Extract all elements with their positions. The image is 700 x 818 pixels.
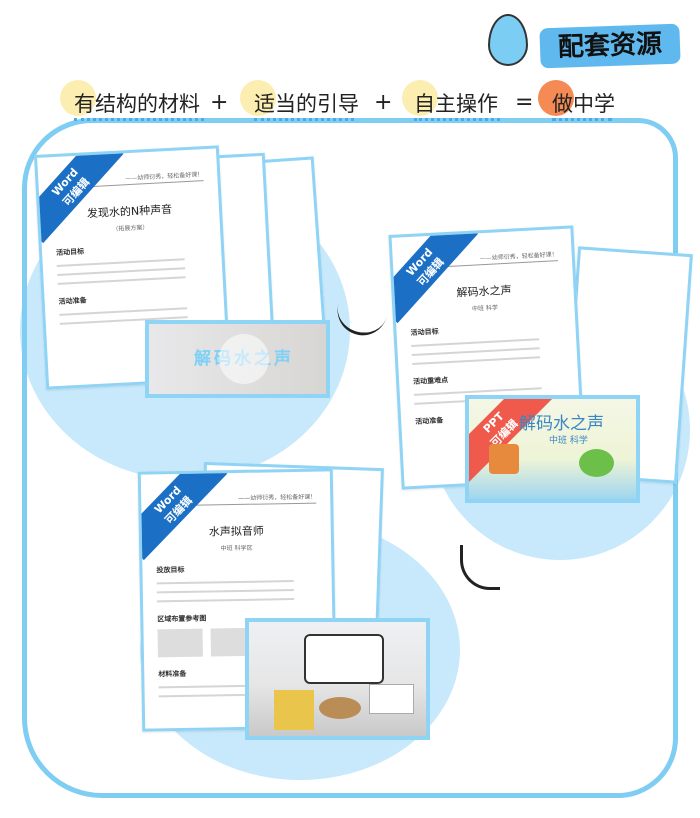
formula-result: 做中学 xyxy=(552,92,615,116)
doc-title: 水声拟音师 xyxy=(208,524,264,539)
classroom-photo xyxy=(245,618,430,740)
highlight-circle xyxy=(60,80,96,116)
shirt-illustration xyxy=(489,444,519,474)
equals-operator: = xyxy=(515,90,534,115)
highlight-circle xyxy=(240,80,276,116)
arrow-icon xyxy=(460,545,500,590)
ppt-subtitle: 中班 科学 xyxy=(549,436,588,446)
formula-term-2: 适当的引导 xyxy=(254,92,359,116)
frog-illustration xyxy=(579,449,614,477)
card xyxy=(369,684,414,714)
doc-section: 投放目标 xyxy=(156,565,185,575)
play-icon[interactable] xyxy=(219,334,269,384)
water-drop-mascot-icon xyxy=(488,14,528,66)
basket xyxy=(274,690,314,730)
formula-term-1: 有结构的材料 xyxy=(74,92,200,116)
resources-badge: 配套资源 xyxy=(539,23,681,69)
plus-operator: + xyxy=(210,90,229,115)
highlight-circle xyxy=(538,80,574,116)
doc-section: 活动重难点 xyxy=(412,376,449,386)
doc-section: 活动目标 xyxy=(410,327,439,337)
signboard xyxy=(304,634,384,684)
wavy-underline xyxy=(414,118,500,121)
doc-section: 活动目标 xyxy=(55,247,85,257)
doc-section: 活动准备 xyxy=(58,296,87,306)
video-thumbnail[interactable]: 解码水之声 xyxy=(145,320,330,398)
wavy-underline xyxy=(254,118,354,121)
tray xyxy=(319,697,361,719)
plus-operator: + xyxy=(374,90,393,115)
wavy-underline xyxy=(552,118,612,121)
formula-term-3: 自主操作 xyxy=(414,92,498,116)
wavy-underline xyxy=(74,118,204,121)
doc-subtitle: 中班 科学区 xyxy=(220,544,253,553)
ppt-title: 解码水之声 xyxy=(519,414,604,434)
highlight-circle xyxy=(402,80,438,116)
